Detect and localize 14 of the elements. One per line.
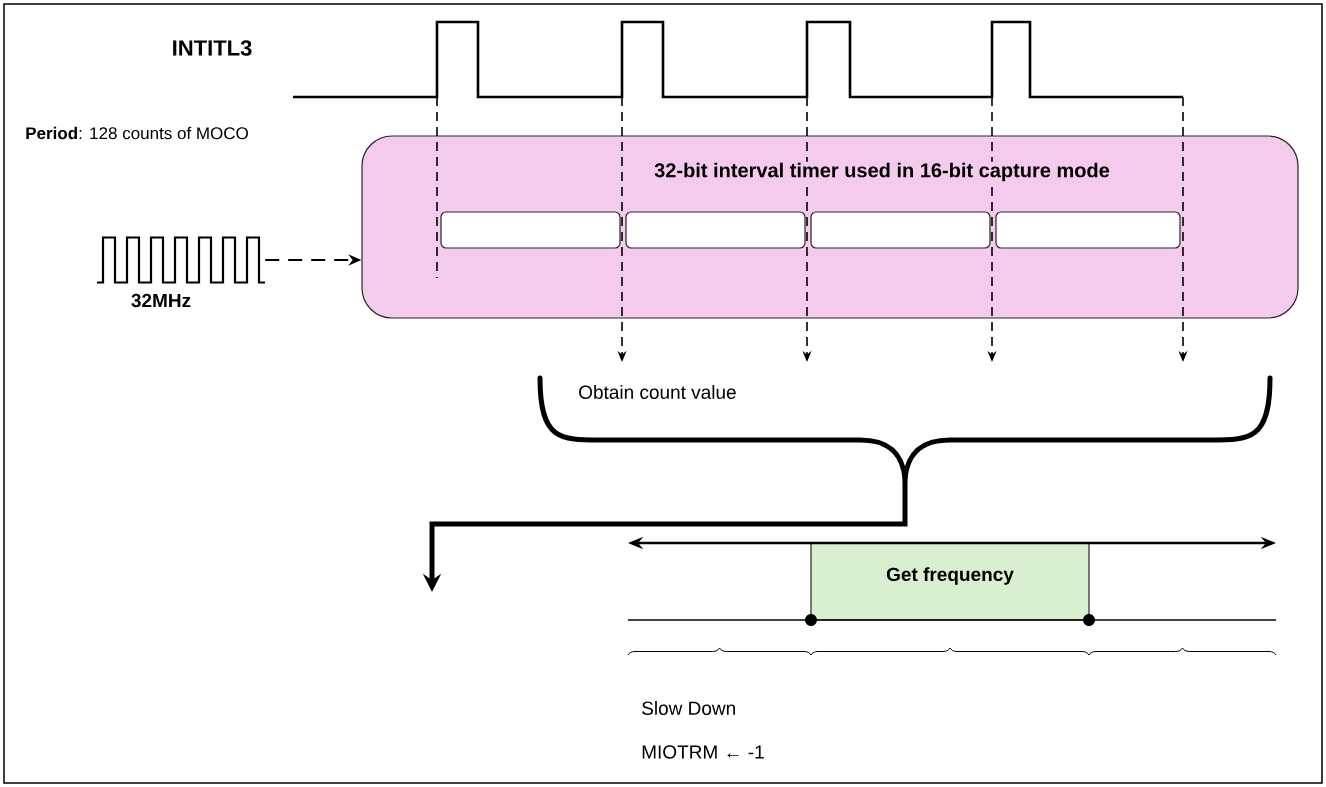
text-label: Period: 128 counts of MOCO <box>26 126 248 140</box>
node-caption: 32MHz <box>131 293 191 308</box>
register-segment <box>810 211 991 249</box>
text-label: MIOTRM ← -1 <box>642 745 764 759</box>
register-segment <box>440 211 621 249</box>
text-label: INTITL3 <box>173 40 252 56</box>
text-label: Slow Down <box>642 701 735 715</box>
process-box <box>810 542 1090 621</box>
node-label: 32-bit interval timer used in 16-bit capture mode <box>654 162 1110 182</box>
register-segment <box>995 211 1181 249</box>
text-label: Obtain count value <box>579 385 736 399</box>
register-segment <box>625 211 806 249</box>
node-label: Get frequency <box>886 567 1014 585</box>
clock-waveform-drawing <box>96 236 266 284</box>
